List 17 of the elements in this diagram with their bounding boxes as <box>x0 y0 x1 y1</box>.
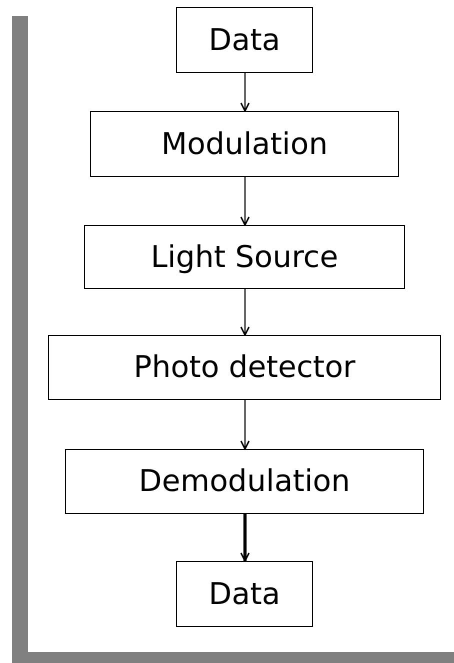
box-label: Data <box>208 22 280 58</box>
box-label: Light Source <box>150 240 338 274</box>
arrow <box>240 289 250 336</box>
arrow <box>240 177 250 226</box>
process-box <box>84 225 405 289</box>
box-label: Data <box>208 576 280 612</box>
box-label: Photo detector <box>134 350 356 385</box>
box-label: Modulation <box>161 126 328 162</box>
process-box <box>176 561 313 627</box>
arrow <box>240 73 250 112</box>
process-box <box>90 111 399 177</box>
box-label: Demodulation <box>138 464 350 499</box>
process-box <box>65 449 424 514</box>
arrow <box>240 400 250 450</box>
process-box <box>176 7 313 73</box>
process-box <box>48 335 441 400</box>
arrow <box>240 514 250 562</box>
